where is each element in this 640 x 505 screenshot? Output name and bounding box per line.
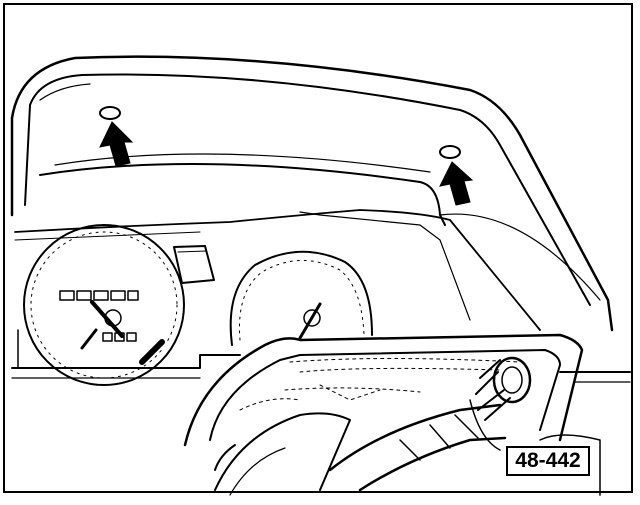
hub-foam-texture [239, 358, 521, 411]
arrow-up-icon [99, 121, 134, 167]
dash-lower-edge [11, 354, 241, 369]
cluster-hood-inner-rim [24, 73, 591, 306]
cluster-hood-outer [10, 55, 614, 332]
tachometer-needle [298, 302, 322, 340]
left-mounting-screw [99, 106, 121, 120]
warning-lamp-window [173, 245, 215, 284]
speedometer-needle [90, 300, 124, 338]
column-shroud [214, 412, 351, 491]
steering-wheel-hub [183, 333, 584, 471]
tachometer-gauge [229, 250, 373, 346]
cluster-hood-visor-edge [39, 163, 446, 226]
steering-column [328, 356, 532, 492]
cluster-lens-frame [14, 209, 541, 331]
right-mounting-screw [439, 145, 461, 159]
figure-number: 48-442 [506, 446, 590, 476]
arrow-up-icon [439, 161, 474, 206]
figure-border [3, 3, 633, 493]
